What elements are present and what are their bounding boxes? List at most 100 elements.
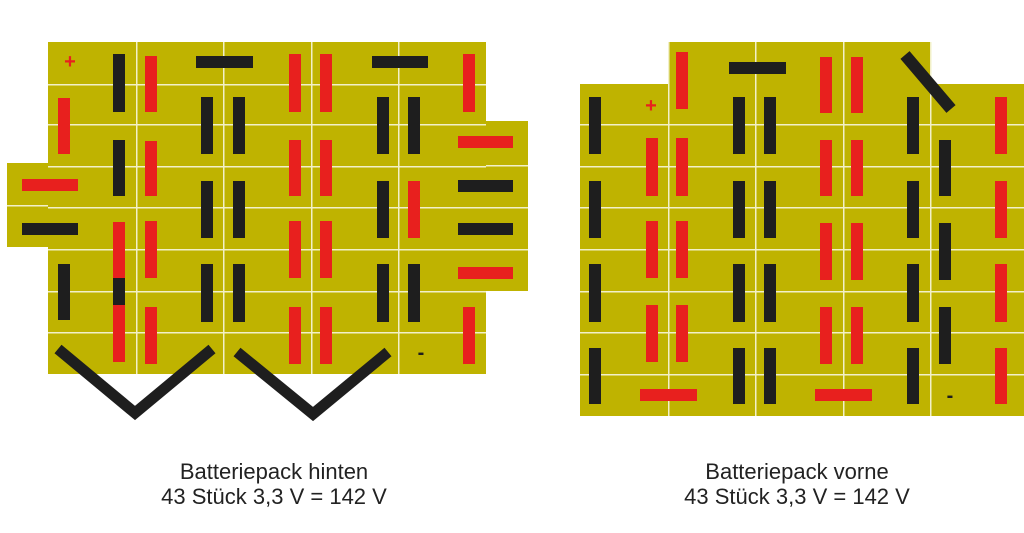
negative-terminal	[458, 223, 513, 235]
negative-terminal	[764, 264, 776, 322]
positive-terminal	[113, 305, 125, 362]
positive-terminal	[320, 307, 332, 364]
negative-terminal	[733, 181, 745, 238]
negative-terminal	[233, 181, 245, 238]
cell-divider	[486, 165, 528, 167]
plus-terminal-sign: +	[64, 51, 76, 73]
negative-terminal	[408, 264, 420, 322]
cell-divider	[48, 84, 486, 86]
cell-divider	[580, 374, 1024, 376]
negative-terminal	[377, 264, 389, 322]
negative-terminal	[408, 97, 420, 154]
negative-terminal	[764, 97, 776, 154]
positive-terminal	[995, 181, 1007, 238]
negative-terminal	[900, 51, 956, 113]
cell-divider	[48, 124, 486, 126]
negative-terminal	[377, 181, 389, 238]
positive-terminal	[676, 305, 688, 362]
negative-terminal	[589, 181, 601, 238]
negative-terminal	[733, 264, 745, 322]
positive-terminal	[320, 221, 332, 278]
negative-terminal	[907, 181, 919, 238]
pack-spec: 43 Stück 3,3 V = 142 V	[161, 484, 387, 509]
positive-terminal	[145, 141, 157, 196]
positive-terminal	[676, 138, 688, 196]
negative-terminal	[939, 307, 951, 364]
cell-divider	[930, 42, 932, 416]
caption-rear-pack: Batteriepack hinten 43 Stück 3,3 V = 142…	[64, 459, 484, 509]
negative-terminal	[22, 223, 78, 235]
positive-terminal	[995, 97, 1007, 154]
pack-title: Batteriepack hinten	[179, 459, 369, 484]
battery-pack-rear	[7, 42, 528, 422]
positive-terminal	[820, 57, 832, 113]
cell-divider	[48, 249, 486, 251]
negative-terminal	[113, 140, 125, 196]
positive-terminal	[820, 223, 832, 280]
cell-divider	[48, 291, 486, 293]
positive-terminal	[145, 56, 157, 112]
positive-terminal	[851, 57, 863, 113]
positive-terminal	[815, 389, 872, 401]
cell-board	[668, 42, 930, 86]
positive-terminal	[145, 307, 157, 364]
positive-terminal	[463, 307, 475, 364]
positive-terminal	[320, 140, 332, 196]
negative-terminal	[589, 97, 601, 154]
positive-terminal	[289, 307, 301, 364]
negative-terminal	[233, 264, 245, 322]
cell-divider	[580, 249, 1024, 251]
positive-terminal	[851, 223, 863, 280]
positive-terminal	[851, 307, 863, 364]
cell-divider	[580, 124, 1024, 126]
cell-divider	[486, 207, 528, 209]
positive-terminal	[646, 221, 658, 278]
negative-terminal	[939, 140, 951, 196]
cell-divider	[580, 332, 1024, 334]
cell-divider	[668, 42, 670, 416]
negative-terminal	[201, 264, 213, 322]
negative-terminal	[372, 56, 428, 68]
negative-terminal	[589, 264, 601, 322]
positive-terminal	[820, 307, 832, 364]
positive-terminal	[145, 221, 157, 278]
cell-divider	[48, 207, 486, 209]
negative-terminal	[233, 97, 245, 154]
positive-terminal	[22, 179, 78, 191]
positive-terminal	[646, 305, 658, 362]
negative-terminal	[58, 264, 70, 320]
positive-terminal	[289, 54, 301, 112]
caption-front-pack: Batteriepack vorne 43 Stück 3,3 V = 142 …	[587, 459, 1007, 509]
positive-terminal	[640, 389, 697, 401]
positive-terminal	[289, 221, 301, 278]
positive-terminal	[463, 54, 475, 112]
connector-strap	[54, 344, 216, 421]
positive-terminal	[995, 264, 1007, 322]
positive-terminal	[320, 54, 332, 112]
positive-terminal	[995, 348, 1007, 404]
negative-terminal	[939, 223, 951, 280]
negative-terminal	[377, 97, 389, 154]
positive-terminal	[113, 222, 125, 278]
positive-terminal	[676, 221, 688, 278]
negative-terminal	[458, 180, 513, 192]
cell-divider	[7, 205, 48, 207]
negative-terminal	[589, 348, 601, 404]
cell-divider	[48, 166, 486, 168]
cell-board	[484, 121, 528, 291]
connector-strap	[233, 347, 392, 422]
negative-terminal	[907, 264, 919, 322]
minus-terminal-sign: -	[947, 385, 954, 407]
cell-divider	[486, 249, 528, 251]
positive-terminal	[458, 136, 513, 148]
positive-terminal	[58, 98, 70, 154]
positive-terminal	[851, 140, 863, 196]
battery-pack-front	[580, 42, 1024, 416]
pack-title: Batteriepack vorne	[705, 459, 889, 484]
cell-divider	[580, 166, 1024, 168]
cell-divider	[48, 332, 486, 334]
negative-terminal	[729, 62, 786, 74]
positive-terminal	[820, 140, 832, 196]
positive-terminal	[458, 267, 513, 279]
